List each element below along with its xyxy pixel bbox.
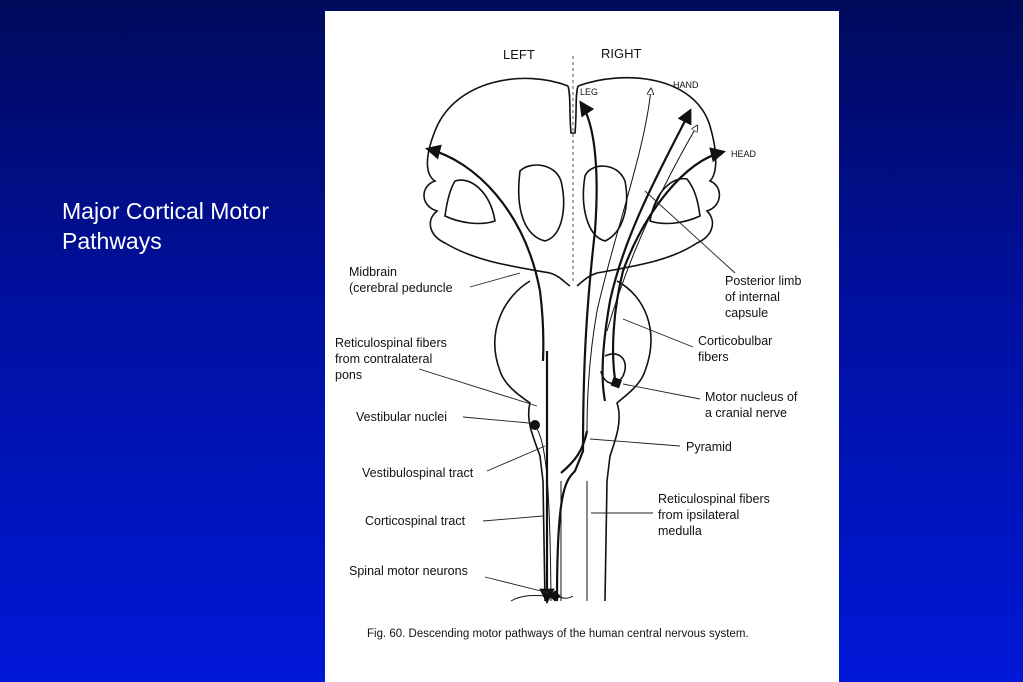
pointer-posterior-limb	[644, 190, 736, 274]
label-reticulo-ipsi-3: medulla	[658, 524, 702, 538]
right-ventricle	[582, 165, 628, 242]
slide-title-line-2: Pathways	[62, 228, 162, 254]
left-motor-tract	[425, 144, 545, 362]
slide-title: Major Cortical Motor Pathways	[62, 196, 312, 256]
figure-caption: Fig. 60. Descending motor pathways of th…	[367, 628, 749, 640]
pointer-midbrain	[469, 272, 521, 288]
pointer-vestibulospinal	[486, 445, 546, 472]
right-temporal-lobe	[649, 177, 701, 225]
pointer-reticulo-contra	[418, 368, 538, 407]
brainstem-outline	[494, 280, 652, 602]
left-temporal-lobe	[444, 179, 496, 225]
label-corticobulbar-2: fibers	[698, 350, 729, 364]
slide-title-line-1: Major Cortical Motor	[62, 198, 270, 224]
leg-tract	[555, 100, 598, 602]
label-reticulo-ipsi-1: Reticulospinal fibers	[658, 492, 770, 506]
label-vestibulospinal: Vestibulospinal tract	[362, 466, 474, 480]
pointer-pyramid	[589, 438, 681, 447]
label-spinal-motor: Spinal motor neurons	[349, 564, 468, 578]
head-corticobulbar-fiber	[606, 126, 697, 332]
label-right: RIGHT	[601, 46, 642, 61]
longitudinal-fissure	[567, 85, 579, 134]
left-ventricle	[517, 164, 565, 242]
label-motor-nucleus-1: Motor nucleus of	[705, 390, 798, 404]
label-posterior-limb-1: Posterior limb	[725, 274, 801, 288]
pointer-corticobulbar	[622, 318, 694, 348]
label-reticulo-contra-1: Reticulospinal fibers	[335, 336, 447, 350]
label-reticulo-contra-3: pons	[335, 368, 362, 382]
label-posterior-limb-3: capsule	[725, 306, 768, 320]
label-left: LEFT	[503, 47, 535, 62]
label-vestibular-nuclei: Vestibular nuclei	[356, 410, 447, 424]
label-hand: HAND	[673, 80, 699, 90]
pointer-motor-nucleus	[622, 383, 701, 400]
pointer-corticospinal	[482, 515, 544, 522]
label-head: HEAD	[731, 149, 757, 159]
pyramid-crossing	[560, 430, 589, 474]
head-tract	[612, 147, 726, 380]
spinal-nerve-out	[510, 594, 574, 602]
label-corticospinal: Corticospinal tract	[365, 514, 466, 528]
figure-panel: LEFT RIGHT LEG HAND HEAD Midbrain (cereb…	[325, 11, 839, 682]
pointer-spinal-motor	[484, 576, 550, 594]
label-reticulo-contra-2: from contralateral	[335, 352, 432, 366]
label-leg: LEG	[580, 87, 598, 97]
label-motor-nucleus-2: a cranial nerve	[705, 406, 787, 420]
label-reticulo-ipsi-2: from ipsilateral	[658, 508, 739, 522]
hand-corticobulbar-fiber	[586, 89, 651, 432]
label-corticobulbar-1: Corticobulbar	[698, 334, 772, 348]
label-midbrain-1: Midbrain	[349, 265, 397, 279]
motor-nucleus-region	[600, 353, 627, 385]
vestibulospinal-fiber	[534, 424, 552, 602]
pointer-vestibular-nuclei	[462, 416, 530, 424]
label-pyramid: Pyramid	[686, 440, 732, 454]
hand-tract	[601, 108, 692, 402]
label-midbrain-2: (cerebral peduncle	[349, 281, 453, 295]
brain-pathway-diagram: LEFT RIGHT LEG HAND HEAD Midbrain (cereb…	[335, 46, 801, 640]
label-posterior-limb-2: of internal	[725, 290, 780, 304]
cerebrum-outline	[423, 76, 721, 287]
